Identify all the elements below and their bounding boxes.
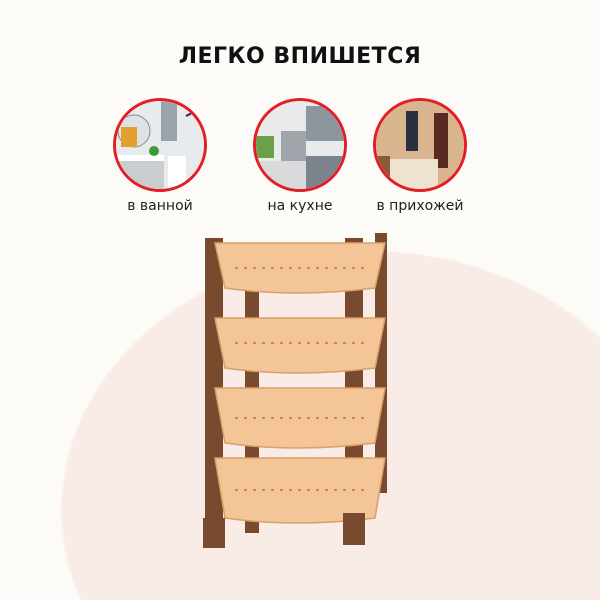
kitchen-photo-icon	[253, 98, 347, 192]
place-label: на кухне	[267, 198, 333, 214]
place-hallway: в прихожей	[360, 98, 480, 214]
place-label: в прихожей	[376, 198, 464, 214]
basket-shelf-image	[203, 233, 387, 548]
place-bathroom: в ванной	[100, 98, 220, 214]
page-title: ЛЕГКО ВПИШЕТСЯ	[178, 44, 422, 69]
place-kitchen: на кухне	[240, 98, 360, 214]
hallway-photo-icon	[373, 98, 467, 192]
place-label: в ванной	[127, 198, 193, 214]
bathroom-photo-icon	[113, 98, 207, 192]
